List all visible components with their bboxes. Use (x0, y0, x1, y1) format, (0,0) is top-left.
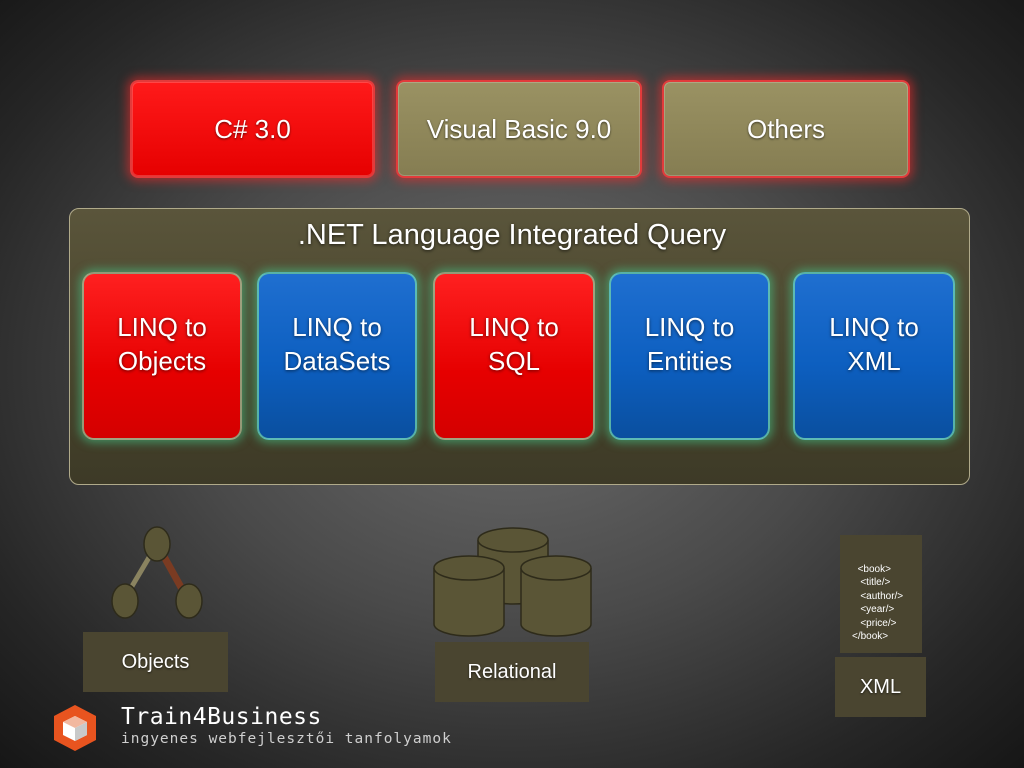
provider-entities: LINQ to Entities (609, 272, 770, 440)
provider-xml-line1: LINQ to (829, 312, 919, 342)
datasource-relational: Relational (435, 642, 589, 702)
provider-xml-line2: XML (847, 346, 901, 376)
provider-datasets-line1: LINQ to (292, 312, 382, 342)
provider-sql-line1: LINQ to (469, 312, 559, 342)
linq-title: .NET Language Integrated Query (297, 219, 727, 251)
datasource-relational-label: Relational (467, 660, 557, 683)
lang-others-label: Others (746, 113, 826, 144)
provider-objects-line2: Objects (117, 346, 207, 376)
provider-objects-line1: LINQ to (117, 312, 207, 342)
datasource-objects-label: Objects (121, 650, 190, 673)
database-cylinders-icon (433, 527, 592, 637)
cube-logo-icon (54, 705, 96, 751)
provider-entities-line1: LINQ to (644, 312, 735, 342)
provider-sql: LINQ to SQL (433, 272, 595, 440)
lang-vb-label: Visual Basic 9.0 (426, 113, 612, 144)
object-graph-icon (111, 526, 203, 619)
lang-vb: Visual Basic 9.0 (396, 80, 642, 178)
lang-csharp-label: C# 3.0 (214, 113, 291, 144)
provider-datasets-line2: DataSets (283, 346, 391, 376)
provider-objects: LINQ to Objects (82, 272, 242, 440)
lang-others: Others (662, 80, 910, 178)
provider-xml: LINQ to XML (793, 272, 955, 440)
datasource-xml-label: XML (859, 675, 902, 698)
datasource-xml: XML (835, 657, 926, 717)
provider-datasets: LINQ to DataSets (257, 272, 417, 440)
brand-name: Train4Business (121, 704, 322, 730)
lang-csharp: C# 3.0 (130, 80, 375, 178)
xml-document-icon: <book> <title/> <author/> <year/> <price… (840, 535, 922, 653)
datasource-objects: Objects (83, 632, 228, 692)
brand-tagline: ingyenes webfejlesztői tanfolyamok (121, 731, 452, 747)
provider-sql-line2: SQL (487, 346, 541, 376)
provider-entities-line2: Entities (646, 346, 733, 376)
xml-sample: <book> <title/> <author/> <year/> <price… (852, 563, 904, 643)
